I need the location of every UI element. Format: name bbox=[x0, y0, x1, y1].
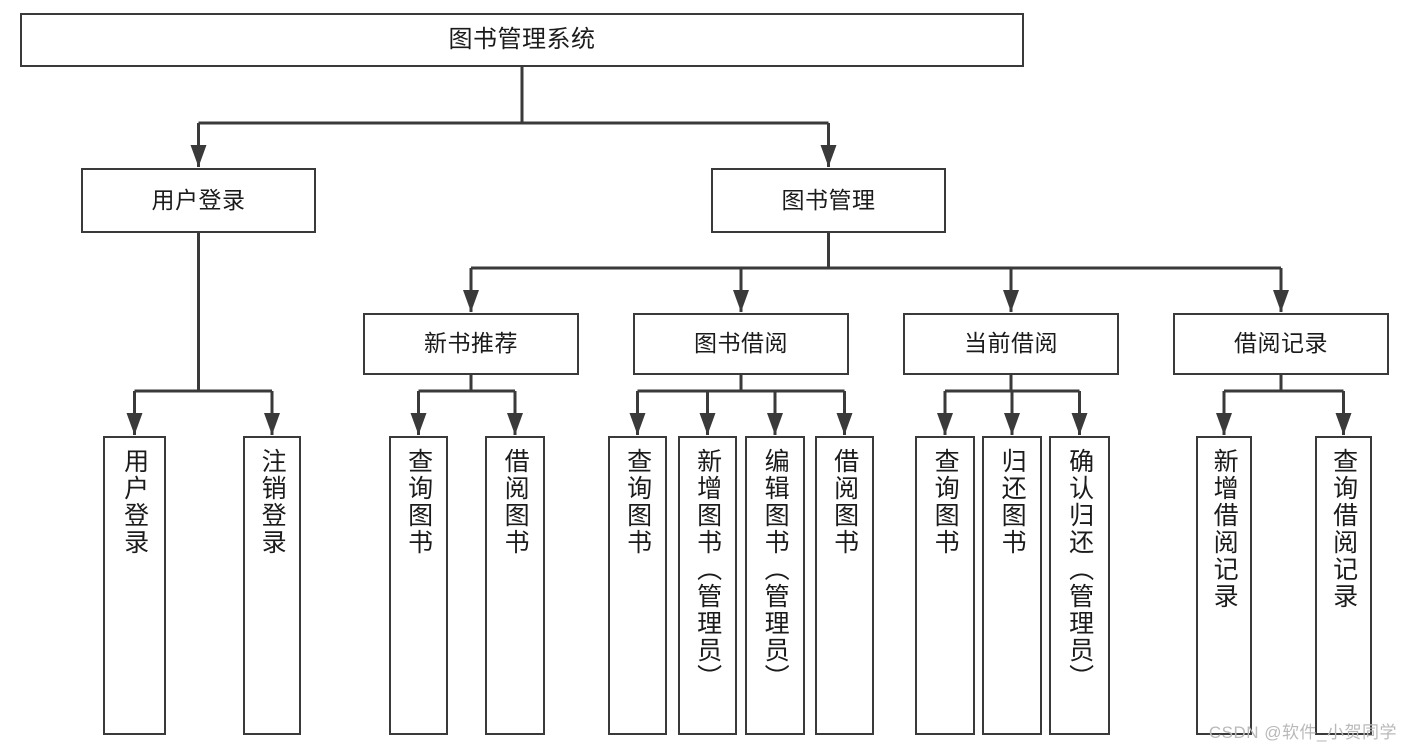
node-leaf-bor-3[interactable]: 编辑图书（管理员） bbox=[745, 436, 805, 735]
node-leaf-cur-2[interactable]: 归还图书 bbox=[982, 436, 1042, 735]
node-bookmgmt[interactable]: 图书管理 bbox=[711, 168, 946, 233]
node-label: 查询图书 bbox=[931, 448, 960, 556]
node-label: 归还图书 bbox=[998, 448, 1027, 556]
node-root[interactable]: 图书管理系统 bbox=[20, 13, 1024, 67]
node-label: 借阅图书 bbox=[501, 448, 530, 556]
node-leaf-login-1[interactable]: 用户登录 bbox=[103, 436, 166, 735]
node-label: 新增借阅记录 bbox=[1210, 448, 1239, 610]
node-leaf-bor-1[interactable]: 查询图书 bbox=[608, 436, 667, 735]
node-label: 借阅记录 bbox=[1234, 330, 1328, 357]
node-borrow[interactable]: 图书借阅 bbox=[633, 313, 849, 375]
node-label: 注销登录 bbox=[258, 448, 287, 556]
node-label: 图书管理 bbox=[781, 186, 876, 213]
node-label: 确认归还（管理员） bbox=[1065, 448, 1094, 691]
node-records[interactable]: 借阅记录 bbox=[1173, 313, 1389, 375]
node-login[interactable]: 用户登录 bbox=[81, 168, 316, 233]
node-leaf-new-2[interactable]: 借阅图书 bbox=[485, 436, 545, 735]
node-label: 图书借阅 bbox=[694, 330, 788, 357]
node-label: 查询借阅记录 bbox=[1329, 448, 1358, 610]
node-leaf-bor-2[interactable]: 新增图书（管理员） bbox=[678, 436, 737, 735]
node-leaf-cur-1[interactable]: 查询图书 bbox=[915, 436, 975, 735]
node-label: 新增图书（管理员） bbox=[693, 448, 722, 691]
node-leaf-login-2[interactable]: 注销登录 bbox=[243, 436, 301, 735]
watermark: CSDN @软件_小贺同学 bbox=[1208, 723, 1397, 742]
node-label: 查询图书 bbox=[404, 448, 433, 556]
node-label: 当前借阅 bbox=[964, 330, 1058, 357]
node-leaf-rec-1[interactable]: 新增借阅记录 bbox=[1196, 436, 1252, 735]
node-leaf-new-1[interactable]: 查询图书 bbox=[389, 436, 448, 735]
node-newbook[interactable]: 新书推荐 bbox=[363, 313, 579, 375]
node-label: 图书管理系统 bbox=[448, 25, 596, 53]
node-label: 借阅图书 bbox=[830, 448, 859, 556]
node-current[interactable]: 当前借阅 bbox=[903, 313, 1119, 375]
node-leaf-rec-2[interactable]: 查询借阅记录 bbox=[1315, 436, 1372, 735]
node-label: 编辑图书（管理员） bbox=[761, 448, 790, 691]
node-label: 查询图书 bbox=[623, 448, 652, 556]
node-label: 新书推荐 bbox=[424, 330, 518, 357]
node-leaf-bor-4[interactable]: 借阅图书 bbox=[815, 436, 874, 735]
node-label: 用户登录 bbox=[120, 448, 149, 556]
node-leaf-cur-3[interactable]: 确认归还（管理员） bbox=[1049, 436, 1110, 735]
node-label: 用户登录 bbox=[151, 186, 246, 213]
